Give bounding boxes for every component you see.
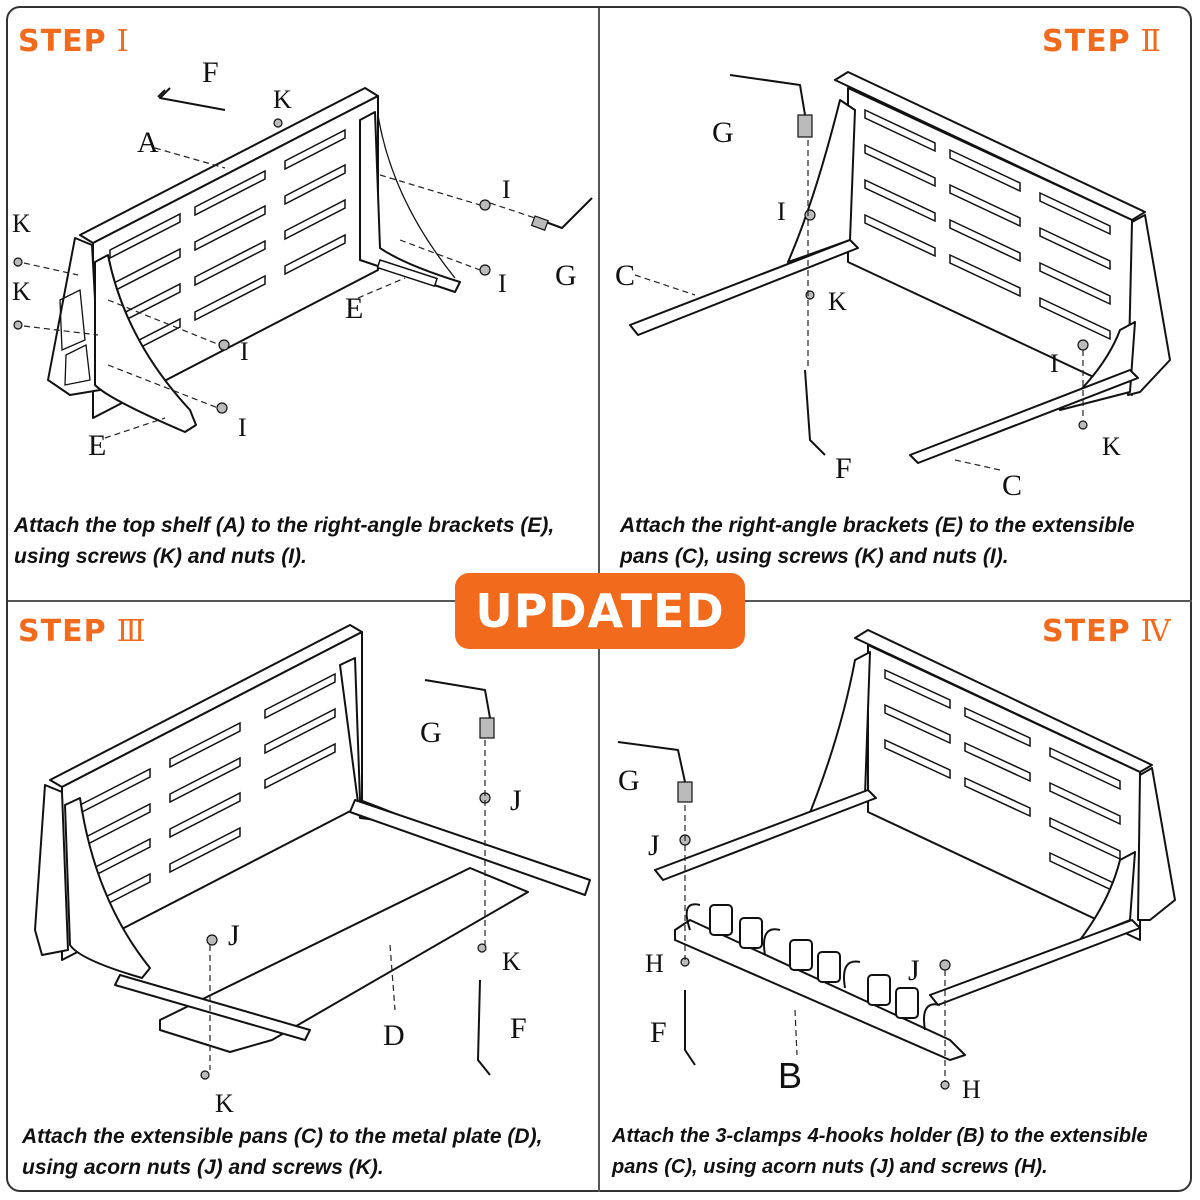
step-1-diagram: F K A I K K G I E I I E bbox=[12, 56, 593, 462]
step-1-caption-line1: Attach the top shelf (A) to the right-an… bbox=[14, 514, 555, 537]
top-shelf bbox=[834, 71, 1146, 396]
label-i: I bbox=[238, 413, 247, 442]
metal-plate-d bbox=[159, 867, 529, 1053]
label-k: K bbox=[12, 209, 31, 238]
extensible-pan-left bbox=[654, 789, 877, 881]
extensible-pan-right bbox=[929, 919, 1141, 1006]
bracket-left bbox=[64, 797, 151, 979]
label-c: C bbox=[615, 259, 635, 292]
label-g: G bbox=[618, 764, 640, 797]
label-g: G bbox=[420, 716, 442, 749]
label-i: I bbox=[498, 269, 507, 298]
step-1-caption: Attach the top shelf (A) to the right-an… bbox=[14, 510, 594, 572]
step-2-caption-line1: Attach the right-angle brackets (E) to t… bbox=[620, 514, 1135, 537]
step-2-caption-line2: pans (C), using screws (K) and nuts (I). bbox=[620, 545, 1009, 568]
extensible-pan-c-left bbox=[629, 239, 859, 336]
left-bracket-e bbox=[94, 254, 197, 433]
label-i: I bbox=[777, 197, 786, 226]
step-3-caption-line2: using acorn nuts (J) and screws (K). bbox=[22, 1156, 384, 1179]
right-end-plate bbox=[1127, 214, 1171, 396]
holder-b bbox=[674, 919, 966, 1061]
step-1-caption-line2: using screws (K) and nuts (I). bbox=[14, 545, 307, 568]
top-shelf bbox=[49, 624, 363, 961]
label-k: K bbox=[273, 85, 292, 114]
hex-key-f bbox=[477, 979, 491, 1076]
step-3-caption: Attach the extensible pans (C) to the me… bbox=[22, 1121, 596, 1183]
step-1-heading: STEP Ⅰ bbox=[18, 24, 129, 59]
label-k: K bbox=[1102, 432, 1121, 461]
step-2-word: STEP bbox=[1042, 24, 1131, 59]
top-shelf bbox=[854, 629, 1153, 941]
label-h: H bbox=[962, 1075, 981, 1104]
label-k: K bbox=[502, 947, 521, 976]
hex-key-f bbox=[804, 369, 826, 456]
step-2-diagram: G I C K I F K C bbox=[615, 71, 1171, 500]
label-k: K bbox=[215, 1089, 234, 1118]
label-e: E bbox=[88, 429, 106, 462]
hex-key-g bbox=[617, 741, 686, 783]
left-end-plate bbox=[34, 784, 69, 956]
label-d: D bbox=[383, 1019, 405, 1052]
step-2-heading: STEP Ⅱ bbox=[1042, 24, 1162, 59]
extensible-pan-left bbox=[114, 974, 311, 1041]
label-j: J bbox=[648, 829, 660, 862]
right-bracket-e bbox=[359, 111, 461, 293]
label-f: F bbox=[510, 1012, 527, 1045]
step-4-numeral: Ⅳ bbox=[1140, 614, 1172, 649]
label-b: B bbox=[778, 1055, 802, 1096]
label-g: G bbox=[712, 116, 734, 149]
label-j: J bbox=[908, 954, 920, 987]
step-3-caption-line1: Attach the extensible pans (C) to the me… bbox=[22, 1125, 543, 1148]
label-f: F bbox=[835, 452, 852, 485]
label-j: J bbox=[228, 919, 240, 952]
label-j: J bbox=[510, 784, 522, 817]
label-k: K bbox=[12, 277, 31, 306]
hex-key-g bbox=[424, 679, 491, 719]
label-i: I bbox=[240, 337, 249, 366]
step-4-heading: STEP Ⅳ bbox=[1042, 614, 1172, 649]
step-4-caption-line1: Attach the 3-clamps 4-hooks holder (B) t… bbox=[612, 1125, 1148, 1147]
step-4-diagram: G J H J F B H bbox=[617, 629, 1176, 1104]
label-k: K bbox=[828, 287, 847, 316]
label-i: I bbox=[1050, 349, 1059, 378]
step-4-word: STEP bbox=[1042, 614, 1131, 649]
clamps-and-hooks bbox=[685, 903, 941, 1031]
updated-badge: UPDATED bbox=[455, 573, 745, 649]
right-end-plate bbox=[1137, 767, 1176, 921]
step-1-numeral: Ⅰ bbox=[116, 24, 130, 59]
hex-key-f bbox=[159, 87, 226, 111]
label-e: E bbox=[345, 292, 363, 325]
label-h: H bbox=[645, 949, 664, 978]
step-3-heading: STEP Ⅲ bbox=[18, 614, 147, 649]
step-3-word: STEP bbox=[18, 614, 107, 649]
label-i: I bbox=[502, 175, 511, 204]
step-3-numeral: Ⅲ bbox=[116, 614, 147, 649]
hex-key-f bbox=[684, 990, 696, 1066]
step-2-numeral: Ⅱ bbox=[1140, 24, 1162, 59]
extensible-pan-c-right bbox=[909, 369, 1139, 464]
step-1-word: STEP bbox=[18, 24, 107, 59]
label-f: F bbox=[650, 1016, 667, 1049]
step-2-caption: Attach the right-angle brackets (E) to t… bbox=[620, 510, 1192, 572]
hex-key-g bbox=[729, 74, 806, 116]
label-c: C bbox=[1002, 469, 1022, 500]
step-3-diagram: G J J K D F K bbox=[34, 624, 591, 1118]
left-end-plate bbox=[47, 237, 101, 396]
label-f: F bbox=[202, 56, 219, 89]
label-g: G bbox=[555, 259, 577, 292]
label-a: A bbox=[137, 126, 159, 159]
step-4-caption-line2: pans (C), using acorn nuts (J) and screw… bbox=[612, 1156, 1048, 1178]
step-4-caption: Attach the 3-clamps 4-hooks holder (B) t… bbox=[612, 1121, 1192, 1183]
extensible-pan-right bbox=[349, 799, 591, 896]
